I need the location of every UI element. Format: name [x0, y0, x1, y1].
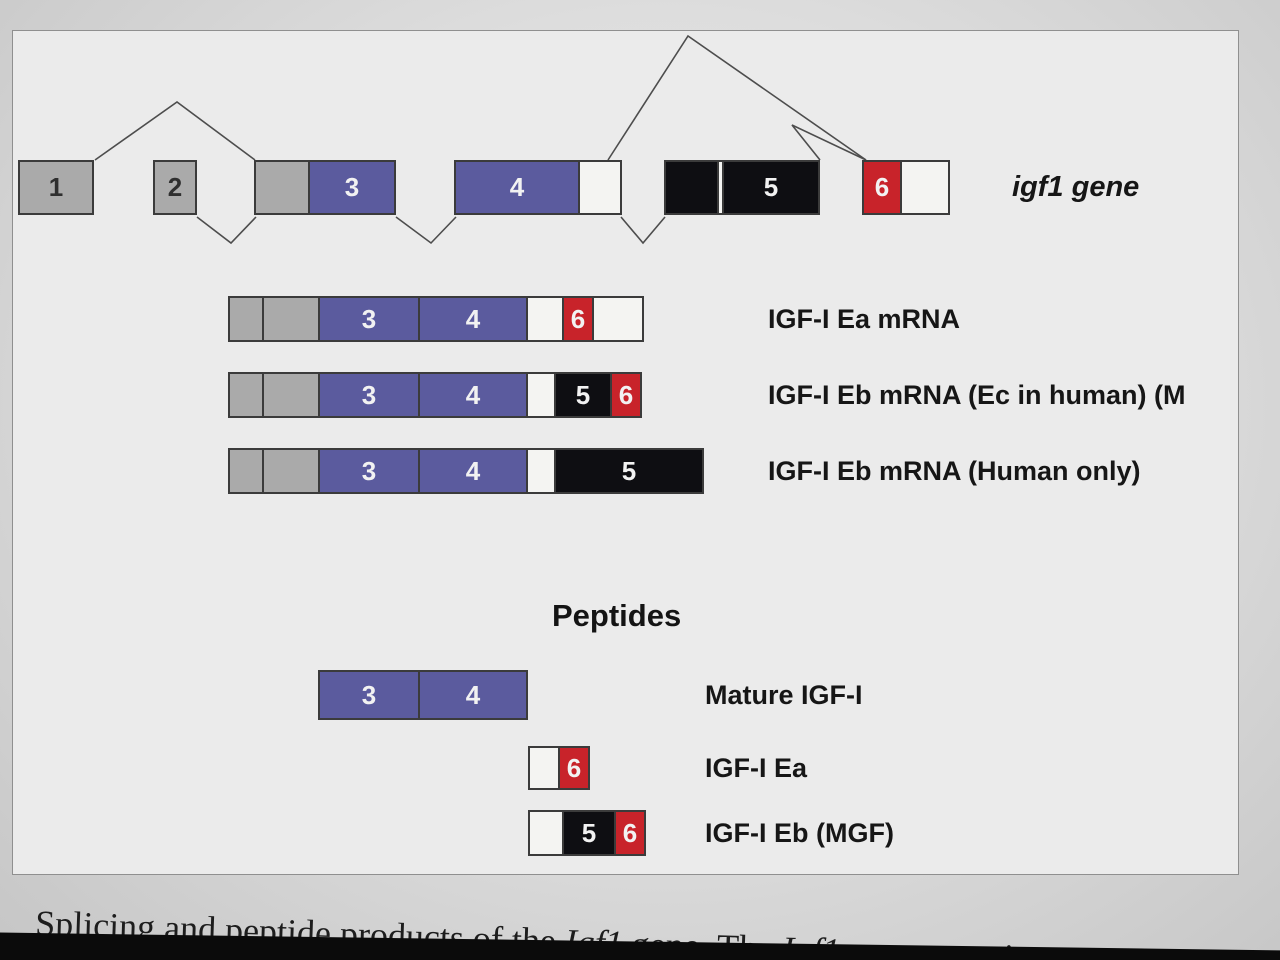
exon-segment — [254, 160, 310, 215]
exon-bar: 3 4 5 — [228, 448, 704, 494]
splice-line — [791, 124, 867, 161]
splice-line — [620, 216, 666, 245]
exon-number: 6 — [874, 172, 890, 202]
exon-number: 5 — [763, 172, 779, 202]
exon-segment — [664, 160, 719, 215]
gene-exon-group: 5 — [664, 160, 820, 215]
mrna-row: 3 4 5 IGF-I Eb mRNA (Human only) — [0, 448, 1280, 494]
exon-number: 5 — [581, 817, 597, 848]
exon-segment-3: 3 — [320, 372, 420, 418]
mrna-label: IGF-I Eb mRNA (Ec in human) (M — [768, 380, 1186, 410]
exon-number: 5 — [575, 379, 591, 410]
peptides-heading: Peptides — [552, 598, 682, 633]
exon-segment — [719, 160, 724, 215]
gene-exon-group: 3 — [254, 160, 396, 215]
splice-line — [607, 34, 867, 161]
splice-line — [94, 101, 256, 161]
mrna-label: IGF-I Eb mRNA (Human only) — [768, 456, 1141, 486]
peptide-label: Mature IGF-I — [705, 680, 863, 710]
exon-number: 6 — [622, 817, 638, 848]
exon-segment — [264, 448, 320, 494]
gene-exon-group: 1 — [18, 160, 94, 215]
exon-number: 6 — [570, 303, 586, 334]
exon-number: 4 — [465, 455, 481, 486]
exon-segment — [594, 296, 644, 342]
exon-segment — [228, 296, 264, 342]
exon-segment-6: 6 — [560, 746, 590, 790]
splice-line — [196, 216, 257, 245]
exon-segment-3: 3 — [310, 160, 396, 215]
exon-segment — [264, 296, 320, 342]
exon-segment-4: 4 — [420, 296, 528, 342]
exon-segment — [528, 810, 564, 856]
exon-segment-2: 2 — [153, 160, 197, 215]
exon-segment-5: 5 — [556, 372, 612, 418]
exon-number: 6 — [618, 379, 634, 410]
exon-number: 5 — [621, 455, 637, 486]
peptide-row: 6 IGF-I Ea — [0, 746, 1280, 790]
exon-bar: 3 4 6 — [228, 296, 644, 342]
exon-segment-4: 4 — [420, 372, 528, 418]
mrna-label: IGF-I Ea mRNA — [768, 304, 961, 334]
exon-segment-1: 1 — [18, 160, 94, 215]
exon-segment — [528, 746, 560, 790]
exon-number: 2 — [167, 172, 183, 202]
gene-row: 1 2 3 4 5 6 igf1 gene — [0, 160, 1280, 215]
exon-number: 6 — [566, 752, 582, 783]
exon-segment — [264, 372, 320, 418]
exon-segment — [902, 160, 950, 215]
peptide-label: IGF-I Eb (MGF) — [705, 818, 894, 848]
exon-segment-4: 4 — [420, 448, 528, 494]
exon-number: 4 — [465, 303, 481, 334]
exon-number: 3 — [361, 455, 377, 486]
exon-segment-3: 3 — [320, 296, 420, 342]
exon-segment — [580, 160, 622, 215]
mrna-row: 3 4 6 IGF-I Ea mRNA — [0, 296, 1280, 342]
exon-segment-5: 5 — [556, 448, 704, 494]
exon-segment — [528, 448, 556, 494]
peptide-label: IGF-I Ea — [705, 753, 808, 783]
exon-segment-4: 4 — [420, 670, 528, 720]
exon-segment-4: 4 — [454, 160, 580, 215]
exon-number: 3 — [361, 679, 377, 710]
gene-exon-group: 4 — [454, 160, 622, 215]
exon-segment-3: 3 — [320, 448, 420, 494]
exon-segment-5: 5 — [564, 810, 616, 856]
exon-segment-6: 6 — [862, 160, 902, 215]
splice-line — [395, 216, 457, 245]
exon-number: 4 — [465, 379, 481, 410]
exon-segment-5: 5 — [724, 160, 820, 215]
exon-bar: 6 — [528, 746, 590, 790]
exon-segment — [528, 372, 556, 418]
exon-segment — [228, 372, 264, 418]
exon-segment-6: 6 — [564, 296, 594, 342]
gene-exon-group: 6 — [862, 160, 950, 215]
gene-title: igf1 gene — [1012, 171, 1140, 203]
exon-number: 4 — [465, 679, 481, 710]
exon-number: 1 — [48, 172, 64, 202]
exon-segment-6: 6 — [612, 372, 642, 418]
exon-segment — [528, 296, 564, 342]
exon-number: 3 — [361, 303, 377, 334]
exon-segment-3: 3 — [318, 670, 420, 720]
exon-number: 3 — [344, 172, 360, 202]
exon-segment-6: 6 — [616, 810, 646, 856]
exon-number: 3 — [361, 379, 377, 410]
exon-segment — [228, 448, 264, 494]
exon-number: 4 — [509, 172, 525, 202]
gene-exon-group: 2 — [153, 160, 197, 215]
